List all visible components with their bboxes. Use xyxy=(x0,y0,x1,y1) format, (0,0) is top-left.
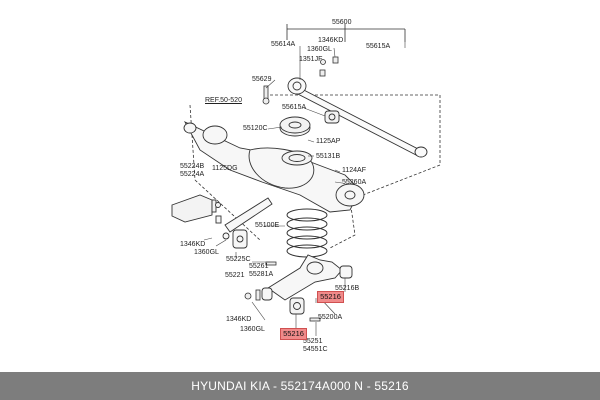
leader-lines xyxy=(203,42,406,336)
bump-stop-55120c xyxy=(279,116,311,137)
top-fasteners xyxy=(262,56,339,105)
label-55629: 55629 xyxy=(252,76,272,83)
highlight-55216-upper[interactable]: 55216 xyxy=(317,291,344,303)
label-1346kd-left: 1346KD xyxy=(180,241,206,248)
label-55224a: 55224A xyxy=(180,171,205,178)
label-55260a: 55260A xyxy=(342,179,367,186)
label-54551c: 54551C xyxy=(303,346,328,353)
label-1124af: 1124AF xyxy=(342,167,366,174)
label-55614a: 55614A xyxy=(271,41,296,48)
spring-insulator-55131b xyxy=(281,150,313,166)
upper-arm-55221 xyxy=(215,197,273,249)
label-55100e: 55100E xyxy=(255,222,280,229)
label-55224b: 55224B xyxy=(180,163,205,170)
label-ref-50-520: REF.50-520 xyxy=(205,97,242,104)
label-1346kd-top: 1346KD xyxy=(318,37,344,44)
lower-arm-55200a xyxy=(261,254,353,301)
bushing-55216 xyxy=(289,297,305,315)
label-1360gl-bottom: 1360GL xyxy=(240,326,265,333)
label-1125dg: 1125DG xyxy=(212,165,238,172)
dashed-assembly-box xyxy=(265,94,441,201)
label-55615a-mid: 55615A xyxy=(282,104,307,111)
leader-55600 xyxy=(286,24,405,34)
label-55120c: 55120C xyxy=(243,125,268,132)
lateral-rod xyxy=(287,77,428,158)
suspension-exploded-diagram xyxy=(171,24,441,336)
label-55261: 55261 xyxy=(249,263,269,270)
highlight-55216-lower[interactable]: 55216 xyxy=(280,328,307,340)
label-1360gl-top: 1360GL xyxy=(307,46,332,53)
label-55615a-top: 55615A xyxy=(366,43,391,50)
label-55281a: 55281A xyxy=(249,271,274,278)
label-1360gl-left: 1360GL xyxy=(194,249,219,256)
label-1125ap: 1125AP xyxy=(316,138,341,145)
part-number-footer: HYUNDAI KIA - 552174A000 N - 55216 xyxy=(0,372,600,400)
bushing-55615a xyxy=(324,110,340,124)
label-55251: 55251 xyxy=(303,338,323,345)
bottom-fasteners xyxy=(244,261,321,322)
label-55600: 55600 xyxy=(332,19,352,26)
coil-spring-55100e xyxy=(286,208,328,258)
label-55225c: 55225C xyxy=(226,256,251,263)
label-55131b: 55131B xyxy=(316,153,341,160)
label-1346kd-bottom: 1346KD xyxy=(226,316,252,323)
label-55200a: 55200A xyxy=(318,314,343,321)
bracket-55224 xyxy=(171,194,221,223)
rear-axle-housing xyxy=(183,121,365,213)
label-55221: 55221 xyxy=(225,272,245,279)
label-55216b: 55216B xyxy=(335,285,360,292)
label-1351jf: 1351JF xyxy=(299,56,323,63)
